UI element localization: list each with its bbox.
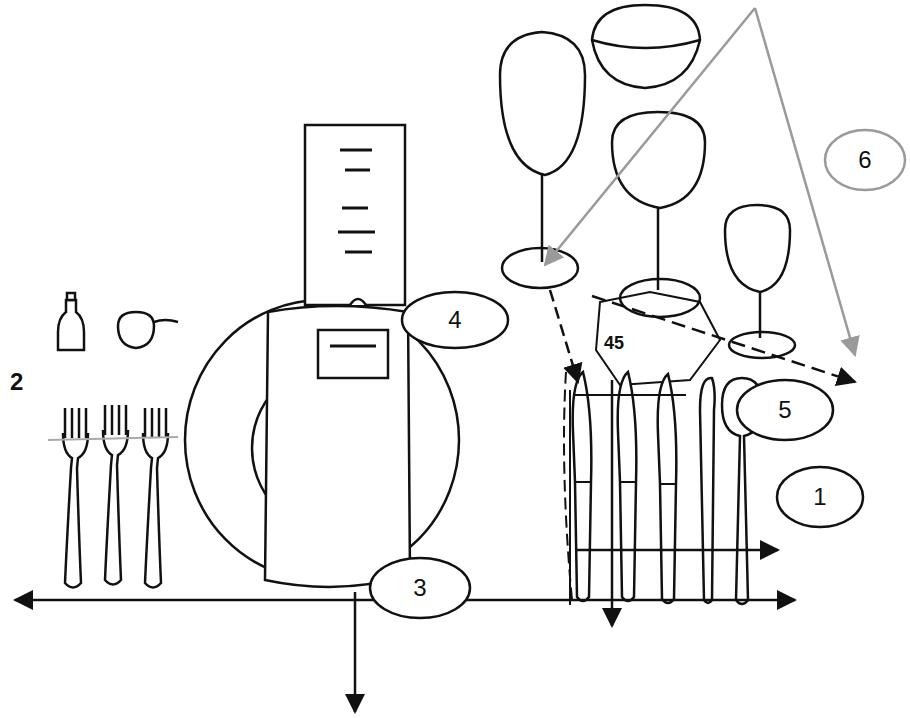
menu-card bbox=[350, 299, 366, 305]
glasses bbox=[500, 5, 795, 358]
knives-and-spoon bbox=[564, 372, 762, 605]
oval-outline bbox=[370, 558, 470, 618]
knives-and-spoon bbox=[564, 372, 572, 600]
knives-and-spoon bbox=[618, 372, 637, 601]
fork-group bbox=[143, 408, 168, 588]
condiments bbox=[154, 320, 178, 322]
callout-oval: 3 bbox=[368, 556, 472, 620]
measurement-arrows bbox=[550, 290, 578, 382]
knives-and-spoon bbox=[700, 378, 715, 603]
condiments bbox=[118, 312, 154, 348]
glasses bbox=[657, 208, 660, 290]
fork-group bbox=[63, 408, 88, 588]
callout-number: 2 bbox=[10, 368, 23, 396]
measurement-arrows bbox=[592, 296, 855, 382]
measurement-arrows bbox=[575, 549, 778, 552]
measurement-arrows bbox=[354, 592, 357, 712]
callout-number: 4 bbox=[448, 306, 461, 334]
napkin bbox=[318, 330, 388, 378]
menu-card bbox=[338, 150, 375, 252]
angle-outline bbox=[596, 292, 720, 385]
condiments bbox=[58, 293, 178, 350]
angle-outline bbox=[596, 292, 720, 385]
glasses bbox=[500, 32, 585, 175]
knives-and-spoon bbox=[570, 390, 686, 605]
measurement-arrows bbox=[15, 290, 855, 712]
oval-outline bbox=[825, 130, 905, 190]
measurement-arrows bbox=[611, 380, 614, 626]
leader-lines bbox=[545, 8, 855, 355]
fork-group bbox=[103, 405, 128, 585]
glasses bbox=[592, 5, 700, 88]
callout-number: 3 bbox=[413, 574, 426, 602]
knives-and-spoon bbox=[573, 372, 592, 601]
oval-outline bbox=[737, 380, 833, 440]
callout-oval: 5 bbox=[735, 378, 835, 442]
glasses bbox=[541, 175, 544, 262]
menu-card bbox=[305, 125, 405, 305]
napkin bbox=[330, 345, 376, 348]
oval-outline bbox=[402, 292, 508, 348]
callout-number: 45 bbox=[604, 333, 624, 354]
condiments bbox=[67, 293, 75, 300]
glasses bbox=[502, 248, 578, 288]
condiments bbox=[58, 300, 84, 350]
callout-oval: 6 bbox=[823, 128, 907, 192]
callout-number: 1 bbox=[813, 483, 826, 511]
menu-card bbox=[305, 125, 405, 305]
glasses bbox=[759, 292, 762, 338]
callout-number: 5 bbox=[778, 396, 791, 424]
callout-number: 6 bbox=[858, 146, 871, 174]
fork-group bbox=[48, 437, 178, 440]
callout-oval: 4 bbox=[400, 290, 510, 350]
leader-lines bbox=[545, 8, 755, 265]
glasses bbox=[592, 40, 700, 48]
glasses bbox=[725, 205, 790, 292]
napkin bbox=[265, 306, 410, 587]
knives-and-spoon bbox=[658, 374, 677, 603]
fork-group bbox=[48, 405, 178, 588]
glasses bbox=[620, 279, 700, 317]
oval-outline bbox=[777, 467, 863, 527]
callout-oval: 1 bbox=[775, 465, 865, 529]
napkin bbox=[265, 306, 410, 587]
